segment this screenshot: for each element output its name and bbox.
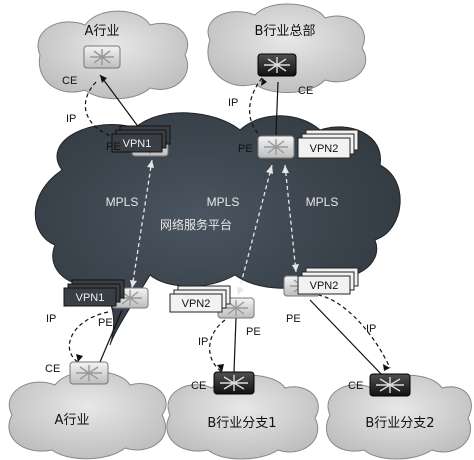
vpn2-tag-branch1: VPN2 [169, 285, 231, 313]
ce-label: CE [191, 380, 206, 392]
cloud-b-hq-label: B行业总部 [255, 24, 316, 39]
arrowhead [217, 364, 224, 372]
vpn2-label: VPN2 [310, 143, 339, 155]
ce-label: CE [348, 380, 363, 392]
router-ce-a-top[interactable] [83, 45, 121, 69]
ip-label: IP [198, 336, 208, 348]
ip-label: IP [46, 313, 56, 325]
ip-label: IP [228, 97, 238, 109]
vpn1-label: VPN1 [123, 138, 152, 150]
ip-label: IP [66, 113, 76, 125]
arrowhead [266, 165, 273, 174]
pe-label: PE [286, 313, 301, 325]
lsp-vpn2-branch2 [284, 164, 297, 273]
link-ce-pe-b-hq [275, 81, 279, 136]
ip-link-a-top [84, 81, 136, 141]
vpn1-tag-top: VPN1 [111, 125, 171, 153]
arrowhead [383, 364, 390, 371]
cloud-b-branch1-label: B行业分支1 [207, 416, 276, 431]
ce-label: CE [298, 85, 313, 97]
ip-link-b-branch2 [317, 294, 391, 369]
ce-label: CE [62, 75, 77, 87]
vpn2-tag-branch2: VPN2 [297, 267, 359, 295]
vpn1-tag-bottom: VPN1 [63, 279, 125, 307]
pe-label: PE [238, 143, 253, 155]
ip-label: IP [366, 323, 376, 335]
vpn2-label: VPN2 [310, 280, 339, 292]
link-ce-pe-b-branch1 [233, 317, 237, 373]
router-ce-b-branch2[interactable] [369, 373, 411, 397]
cloud-a-top-label: A行业 [85, 24, 120, 39]
arrowhead [261, 78, 267, 86]
lsp-vpn1 [131, 159, 153, 289]
router-ce-b-branch1[interactable] [213, 371, 255, 395]
router-ce-b-hq[interactable] [257, 53, 297, 77]
arrowhead [237, 287, 244, 295]
arrowhead [76, 354, 83, 362]
arrowhead [130, 280, 137, 288]
vpn2-tag-top: VPN2 [297, 129, 359, 159]
arrowhead [292, 264, 299, 272]
ce-label: CE [45, 363, 60, 375]
pe-label: PE [246, 326, 261, 338]
arrowhead [147, 160, 154, 168]
mpls-label-mid: MPLS [207, 195, 240, 209]
link-ce-pe-b-branch2 [309, 299, 383, 376]
lsp-vpn2-branch1 [237, 164, 273, 296]
cloud-a-bottom-label: A行业 [55, 413, 90, 428]
router-pe2[interactable] [257, 135, 295, 159]
cloud-a-bottom [8, 370, 167, 460]
pe-label: PE [106, 141, 121, 153]
link-ce-pe-a-bottom [99, 309, 123, 363]
vpn1-label: VPN1 [76, 292, 105, 304]
arrowhead [100, 75, 107, 83]
pe-label: PE [98, 317, 113, 329]
router-ce-a-bottom[interactable] [69, 361, 109, 385]
cloud-b-branch2-label: B行业分支2 [365, 416, 434, 431]
ip-link-b-hq [249, 77, 266, 141]
mpls-label-left: MPLS [106, 195, 139, 209]
ip-link-a-bottom [68, 311, 109, 363]
mpls-label-right: MPLS [306, 195, 339, 209]
cloud-b-branch1 [166, 374, 319, 460]
arrowhead [282, 165, 289, 173]
cloud-b-hq [207, 3, 367, 93]
vpn2-label: VPN2 [182, 298, 211, 310]
platform-label: 网络服务平台 [160, 217, 232, 232]
